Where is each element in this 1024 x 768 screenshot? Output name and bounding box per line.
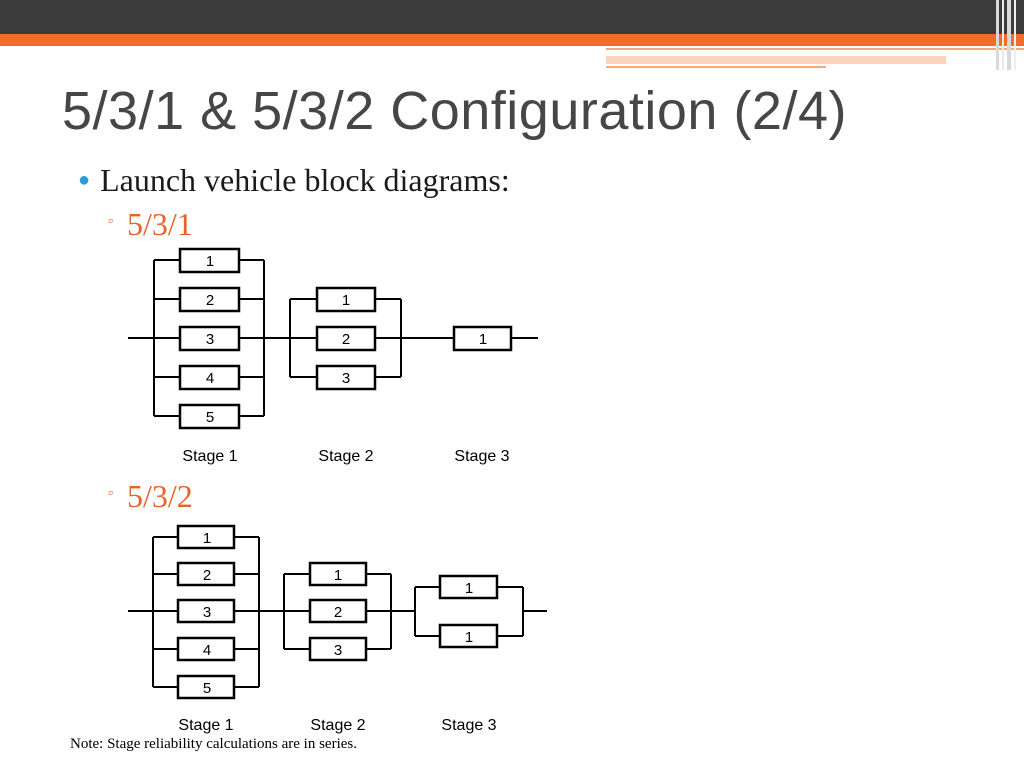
- block-label: 5: [203, 680, 211, 697]
- block-label: 1: [465, 580, 473, 597]
- bullet-dot-icon: ●: [78, 169, 91, 191]
- block-label: 1: [479, 331, 487, 348]
- block-s2-2: [315, 325, 377, 352]
- header-decoration: [606, 46, 1024, 70]
- stage-label: Stage 2: [310, 717, 365, 734]
- square-bullet-icon: ▫: [108, 214, 113, 229]
- block-s2-1: [308, 561, 368, 587]
- block-s3-1: [452, 325, 513, 352]
- block-s1-1: [176, 524, 236, 550]
- block-label: 1: [465, 629, 473, 646]
- block-s3-1: [438, 574, 499, 600]
- block-s1-2: [178, 286, 241, 313]
- stage-label: Stage 3: [441, 717, 496, 734]
- header-bar: [0, 0, 1024, 34]
- sub-bullet-532: ▫ 5/3/2: [108, 478, 193, 515]
- bullet-item: ● Launch vehicle block diagrams:: [78, 162, 510, 199]
- block-label: 1: [206, 253, 214, 270]
- diagram-531-wiring: [128, 259, 538, 417]
- block-s1-5: [176, 674, 236, 700]
- diagram-532-wiring: [128, 536, 547, 688]
- sub-bullet-531-label: 5/3/1: [126, 206, 193, 242]
- block-label: 1: [342, 292, 350, 309]
- header-accent-band: [0, 34, 1024, 46]
- block-label: 1: [334, 567, 342, 584]
- block-s1-5: [178, 403, 241, 430]
- block-label: 3: [203, 604, 211, 621]
- slide-title: 5/3/1 & 5/3/2 Configuration (2/4): [62, 81, 847, 141]
- block-s1-1: [178, 247, 241, 274]
- block-s1-2: [176, 561, 236, 587]
- block-s1-3: [178, 325, 241, 352]
- block-label: 2: [342, 331, 350, 348]
- block-label: 4: [203, 642, 211, 659]
- bullet-text: Launch vehicle block diagrams:: [100, 162, 510, 198]
- block-s2-2: [308, 598, 368, 624]
- stage-label: Stage 2: [318, 448, 373, 465]
- block-label: 2: [203, 567, 211, 584]
- block-label: 3: [342, 370, 350, 387]
- footnote: Note: Stage reliability calculations are…: [70, 736, 357, 752]
- block-s3-2: [438, 623, 499, 649]
- block-label: 5: [206, 409, 214, 426]
- stage-label: Stage 3: [454, 448, 509, 465]
- stage-label: Stage 1: [182, 448, 237, 465]
- block-s2-3: [308, 636, 368, 662]
- block-label: 3: [206, 331, 214, 348]
- header-stripes: [992, 0, 1024, 70]
- block-label: 4: [206, 370, 214, 387]
- sub-bullet-531: ▫ 5/3/1: [108, 206, 193, 243]
- block-label: 3: [334, 642, 342, 659]
- block-s1-3: [176, 598, 236, 624]
- square-bullet-icon: ▫: [108, 486, 113, 501]
- block-s2-3: [315, 364, 377, 391]
- block-s2-1: [315, 286, 377, 313]
- sub-bullet-532-label: 5/3/2: [126, 478, 193, 514]
- block-s1-4: [176, 636, 236, 662]
- stage-label: Stage 1: [178, 717, 233, 734]
- block-label: 2: [206, 292, 214, 309]
- block-label: 2: [334, 604, 342, 621]
- block-label: 1: [203, 530, 211, 547]
- block-s1-4: [178, 364, 241, 391]
